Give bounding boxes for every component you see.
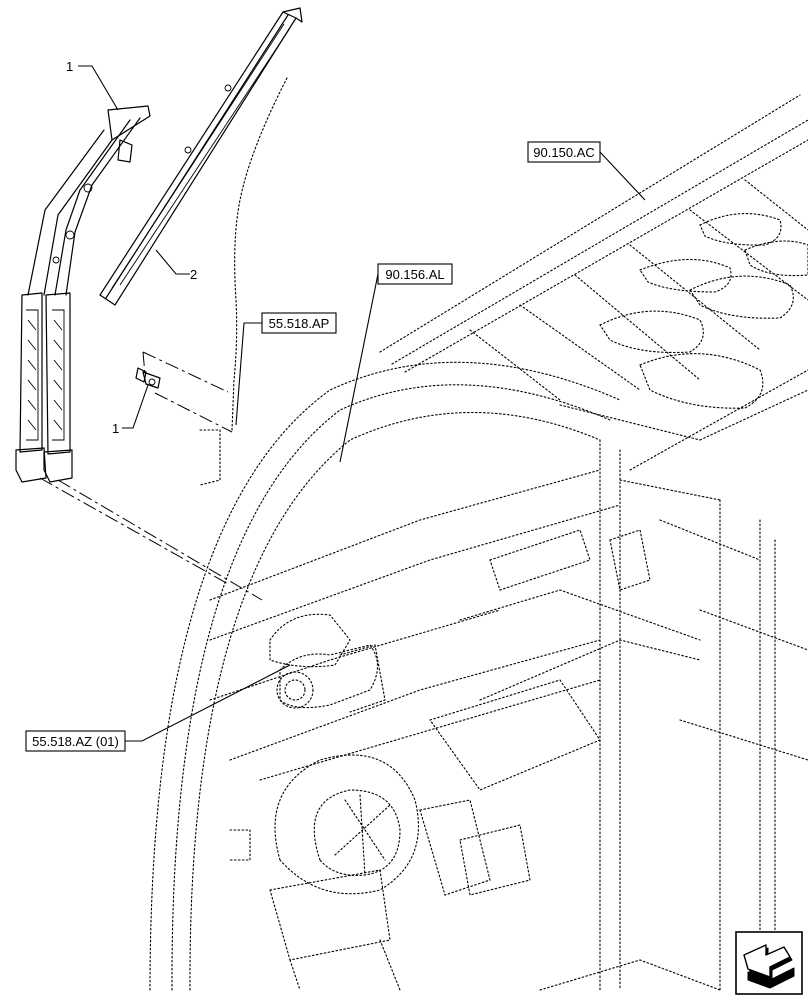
callout-washer-nozzle: 1 — [112, 421, 119, 436]
reference-55-518-az-label: 55.518.AZ (01) — [32, 734, 119, 749]
wiper-arm — [15, 105, 151, 483]
washer-hose — [231, 77, 288, 431]
reference-90-156-al[interactable]: 90.156.AL — [377, 263, 453, 285]
reference-90-150-ac-label: 90.150.AC — [533, 145, 594, 160]
next-page-arrow-icon[interactable] — [735, 931, 803, 995]
callout-wiper-blade: 2 — [190, 267, 197, 282]
leader-lines — [78, 65, 646, 742]
reference-55-518-az[interactable]: 55.518.AZ (01) — [25, 730, 126, 752]
reference-90-156-al-label: 90.156.AL — [385, 267, 444, 282]
alignment-lines — [39, 351, 263, 601]
callout-wiper-arm: 1 — [66, 59, 73, 74]
reference-55-518-ap-label: 55.518.AP — [269, 316, 330, 331]
reference-90-150-ac[interactable]: 90.150.AC — [527, 141, 601, 163]
washer-nozzle — [135, 367, 161, 389]
wiper-blade — [99, 7, 303, 306]
reference-55-518-ap[interactable]: 55.518.AP — [261, 312, 337, 334]
cab-structure — [149, 94, 808, 991]
